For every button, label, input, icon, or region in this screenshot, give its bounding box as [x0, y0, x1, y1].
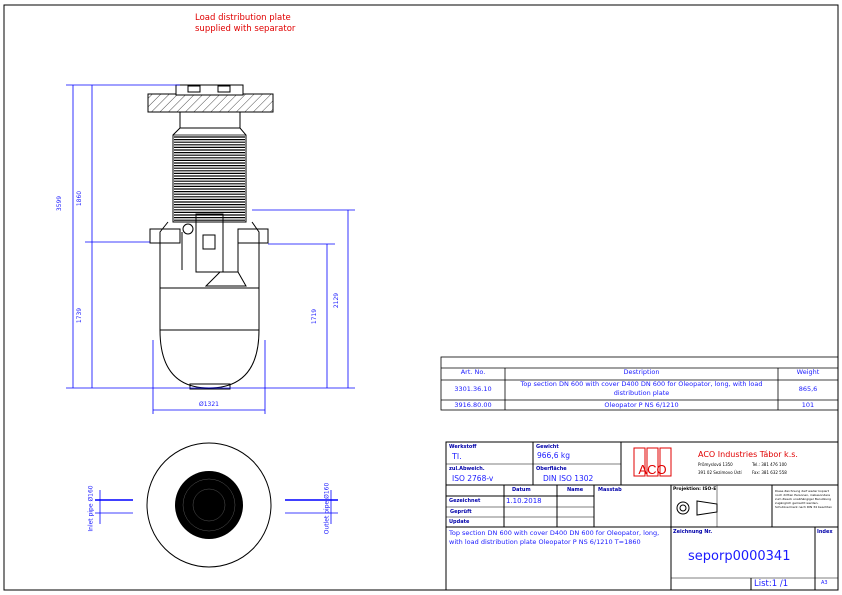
col-header-art-no: Art. No.	[460, 368, 486, 376]
update-label: Update	[449, 519, 470, 525]
dim-inlet-height: 2129	[333, 292, 341, 309]
description: Oleopator P NS 6/1210	[604, 401, 679, 409]
copyright-note: Diese Zeichnung darf weder kopiert noch …	[775, 489, 833, 509]
gezeichnet-label: Gezeichnet	[449, 498, 481, 504]
dim-diameter: Ø1321	[199, 401, 219, 408]
gewicht-label: Gewicht	[536, 444, 559, 450]
col-header-weight: Weight	[796, 368, 820, 376]
datum-label: Datum	[512, 487, 531, 493]
projection-label: Projektion: ISO-E	[673, 487, 717, 492]
dimension-lines	[66, 84, 355, 524]
oberflache-label: Oberfläche	[536, 466, 567, 472]
weight: 101	[801, 401, 815, 409]
werkstoff-label: Werkstoff	[449, 444, 477, 450]
name-label: Name	[567, 487, 584, 493]
address-line: Průmyslová 1350	[698, 462, 733, 467]
gepruft-label: Geprüft	[450, 509, 472, 515]
svg-text:ACO: ACO	[638, 462, 666, 477]
outlet-pipe-label: Outlet pipe Ø160	[323, 482, 331, 535]
drawing-no-label: Zeichnung Nr.	[673, 529, 713, 535]
art-no: 3301.36.10	[454, 385, 492, 393]
inlet-pipe-label: Inlet pipe Ø160	[87, 485, 95, 532]
separator-side-view	[147, 84, 274, 390]
annotation-note: Load distribution plate supplied with se…	[195, 13, 295, 35]
gewicht-value: 966,6 kg	[537, 451, 570, 460]
gezeichnet-date: 1.10.2018	[506, 497, 542, 505]
sheet-number: List:1 /1	[754, 579, 789, 589]
fax: Fax: 381 632 558	[752, 470, 787, 475]
dim-top-height: 1860	[76, 190, 84, 207]
oberflache-value: DIN ISO 1302	[543, 474, 594, 483]
index-label: Index	[817, 529, 833, 535]
drawing-description: Top section DN 600 with cover D400 DN 60…	[449, 529, 660, 546]
description: Top section DN 600 with cover D400 DN 60…	[520, 380, 763, 397]
title-block-grid	[445, 441, 839, 591]
company-name: ACO Industries Tábor k.s.	[698, 450, 798, 459]
col-header-description: Destription	[623, 368, 660, 376]
paper-format: A3	[821, 580, 828, 586]
weight: 865,6	[798, 385, 818, 393]
werkstoff-value: Tl.	[452, 452, 462, 461]
dim-lower-height: 1739	[76, 307, 84, 324]
art-no: 3916.80.00	[454, 401, 492, 409]
dim-total-height: 3599	[56, 195, 64, 212]
abweich-label: zul.Abweich.	[449, 466, 485, 472]
sheet-border	[3, 4, 839, 591]
annotation-line: Load distribution plate	[195, 13, 291, 23]
abweich-value: ISO 2768-v	[452, 474, 494, 483]
phone: Tel.: 381 476 100	[752, 462, 787, 467]
separator-top-view	[146, 442, 272, 568]
shaft-ribs	[174, 136, 245, 221]
massstab-label: Masstab	[598, 487, 622, 493]
parts-table-grid	[440, 356, 839, 411]
aco-logo: ACO	[633, 447, 672, 477]
annotation-line: supplied with separator	[195, 24, 296, 34]
address-line: 391 02 Sezimovo Ústí	[698, 470, 742, 475]
dim-outlet-height: 1719	[311, 308, 319, 325]
drawing-number: seporp0000341	[688, 549, 791, 564]
